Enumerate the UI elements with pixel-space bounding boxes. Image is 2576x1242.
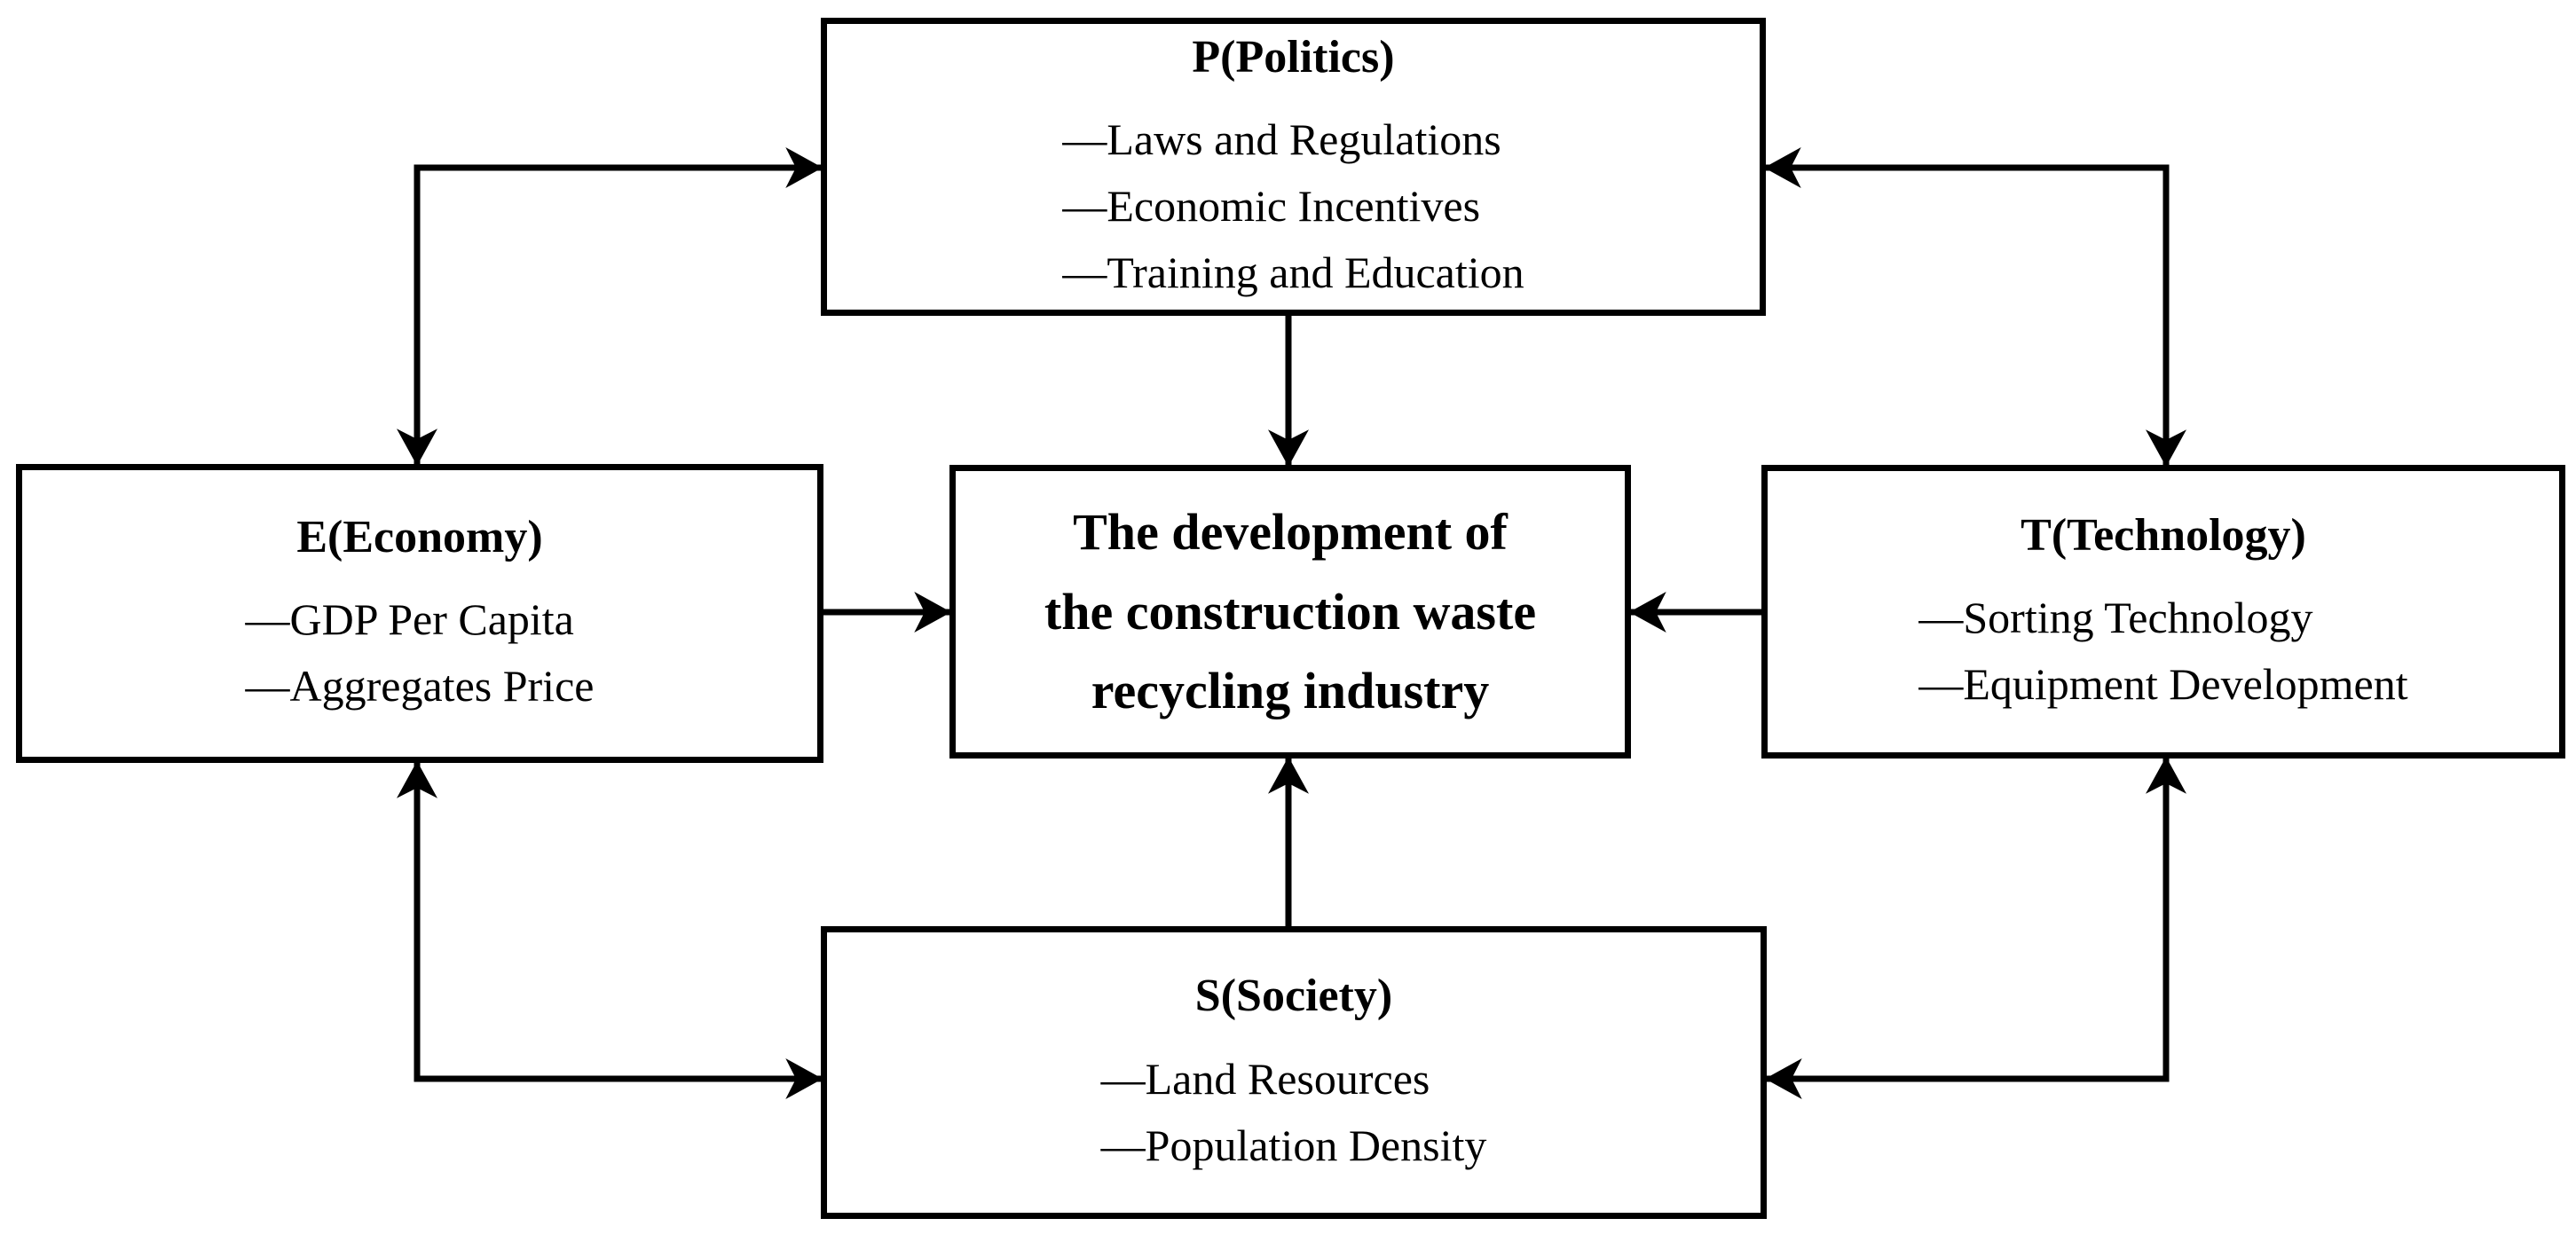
politics-title: P(Politics) <box>1192 31 1395 83</box>
economy-items: —GDP Per Capita —Aggregates Price <box>246 586 595 719</box>
arrow-society-technology <box>1764 756 2186 1099</box>
economy-box: E(Economy) —GDP Per Capita —Aggregates P… <box>16 464 823 763</box>
politics-item: —Economic Incentives <box>1062 181 1481 232</box>
technology-items: —Sorting Technology —Equipment Developme… <box>1918 585 2407 718</box>
society-box: S(Society) —Land Resources —Population D… <box>821 926 1767 1219</box>
politics-box: P(Politics) —Laws and Regulations —Econo… <box>821 18 1766 316</box>
center-title-line: The development of <box>1073 502 1508 561</box>
arrow-economy-politics <box>397 147 823 467</box>
economy-title: E(Economy) <box>296 511 543 562</box>
politics-item: —Laws and Regulations <box>1062 114 1501 165</box>
center-box: The development of the construction wast… <box>949 465 1631 759</box>
society-item: —Population Density <box>1100 1120 1487 1170</box>
technology-title: T(Technology) <box>2021 509 2306 561</box>
society-items: —Land Resources —Population Density <box>1101 1046 1487 1179</box>
economy-item: —GDP Per Capita <box>245 594 574 645</box>
society-title: S(Society) <box>1194 971 1393 1022</box>
center-title-line: recycling industry <box>1091 662 1490 720</box>
center-title-line: the construction waste <box>1044 582 1537 641</box>
technology-box: T(Technology) —Sorting Technology —Equip… <box>1761 465 2565 759</box>
technology-item: —Sorting Technology <box>1918 593 2313 643</box>
technology-item: —Equipment Development <box>1918 659 2408 710</box>
society-item: —Land Resources <box>1100 1053 1430 1104</box>
arrow-economy-society <box>397 760 823 1099</box>
politics-items: —Laws and Regulations —Economic Incentiv… <box>1062 106 1524 306</box>
politics-item: —Training and Education <box>1062 248 1524 298</box>
arrow-politics-technology <box>1763 147 2186 468</box>
economy-item: —Aggregates Price <box>245 661 595 711</box>
